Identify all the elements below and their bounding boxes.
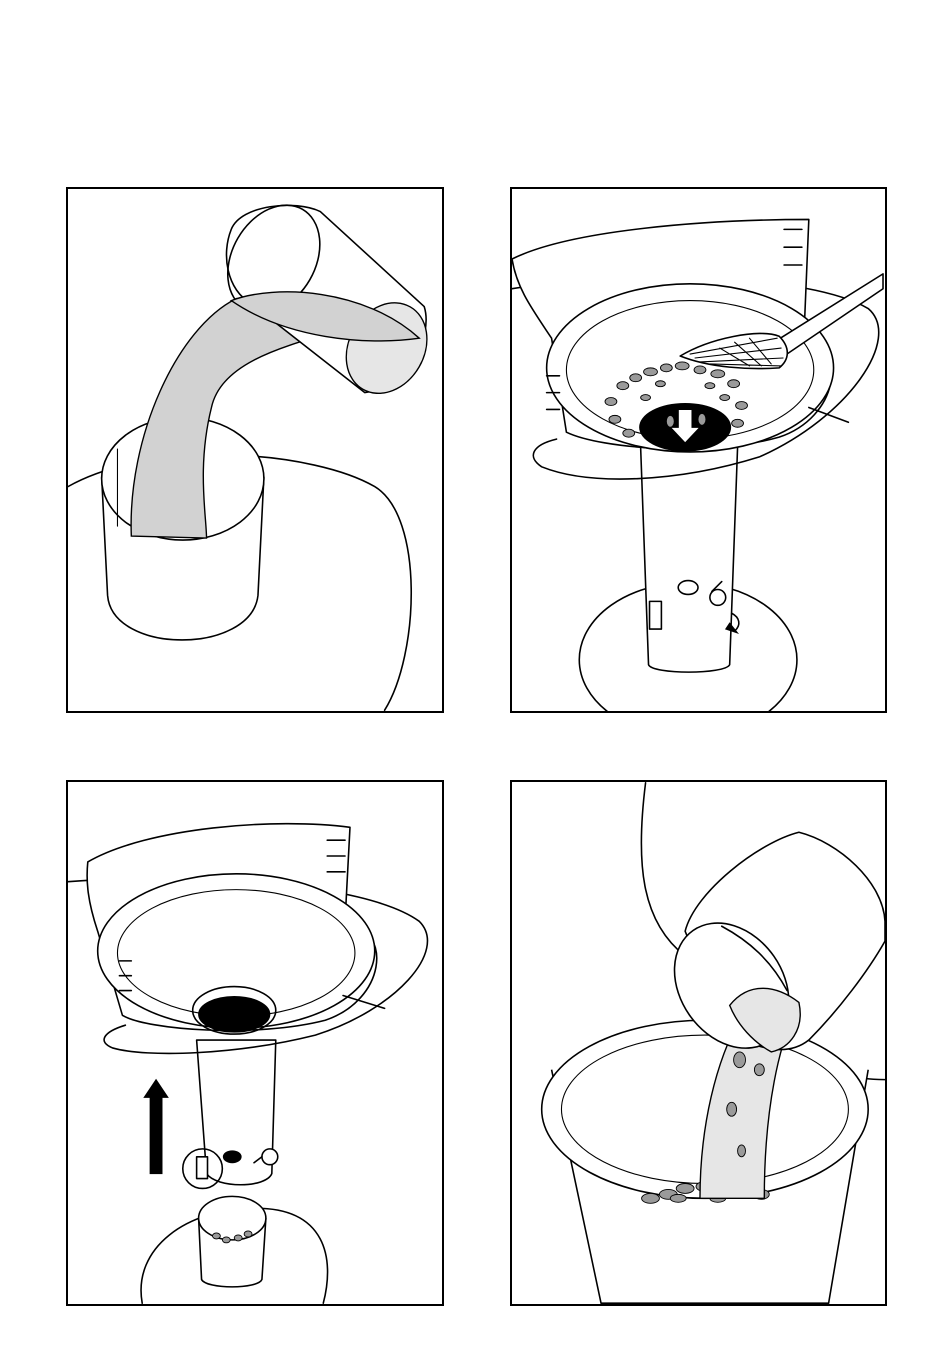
panel-4-empty-grounds — [510, 780, 887, 1306]
panel-1-pour-liquid — [66, 187, 444, 713]
panel-3-illustration — [68, 782, 442, 1304]
up-arrow-icon — [144, 1080, 168, 1098]
panel-2-brush-grounds — [510, 187, 887, 713]
column — [641, 447, 738, 672]
column-hole — [223, 1151, 241, 1163]
panel-1-illustration — [68, 189, 442, 711]
column-clip — [197, 1157, 208, 1179]
up-arrow-shaft — [150, 1094, 162, 1173]
panel-4-illustration — [512, 782, 885, 1304]
column-clip — [650, 601, 662, 629]
cup-rim — [199, 1196, 266, 1240]
chute-opening — [199, 996, 270, 1032]
panel-3-lift-hopper — [66, 780, 444, 1306]
column-knob — [262, 1149, 278, 1165]
background-arc — [641, 783, 685, 956]
panel-2-illustration — [512, 189, 885, 711]
